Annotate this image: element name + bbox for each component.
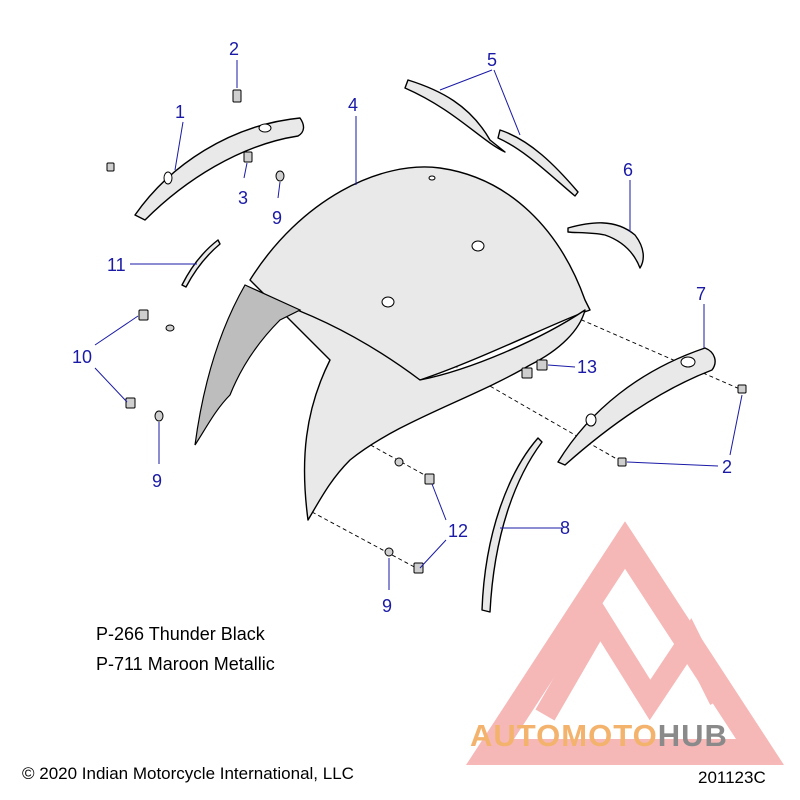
callout-1: 1 <box>175 102 185 122</box>
right-strip-part-7 <box>557 347 716 466</box>
diagram-id: 201123C <box>698 768 766 787</box>
strip-part-11 <box>181 239 221 288</box>
callout-6: 6 <box>623 160 633 180</box>
watermark-text-secondary: HUB <box>657 718 728 753</box>
callout-4: 4 <box>348 95 358 115</box>
watermark-text: AUTOMOTOHUB <box>470 718 728 754</box>
callout-9-left: 9 <box>152 471 162 491</box>
rear-fender-part-4 <box>194 166 591 521</box>
paint-code-2: P-711 Maroon Metallic <box>96 654 275 674</box>
callout-12: 12 <box>448 521 468 541</box>
callout-7: 7 <box>696 284 706 304</box>
copyright-text: © 2020 Indian Motorcycle International, … <box>22 764 354 783</box>
hardware <box>106 89 747 574</box>
paint-code-1: P-266 Thunder Black <box>96 624 265 644</box>
callout-2-top: 2 <box>229 39 239 59</box>
callout-9-top: 9 <box>272 208 282 228</box>
callout-3: 3 <box>238 188 248 208</box>
left-strip-part-1 <box>134 117 305 221</box>
watermark-text-primary: AUTOMOTO <box>470 718 658 753</box>
leader-lines <box>94 60 743 590</box>
callout-10: 10 <box>72 347 92 367</box>
bracket-part-6 <box>567 222 644 269</box>
edge-trim-part-8 <box>481 437 543 613</box>
callout-2-right: 2 <box>722 457 732 477</box>
watermark-logo <box>466 521 784 765</box>
callout-9-bottom: 9 <box>382 596 392 616</box>
callouts: 2 1 3 9 4 5 6 11 10 9 7 13 2 8 12 9 <box>72 39 732 616</box>
callout-13: 13 <box>577 357 597 377</box>
trim-part-5 <box>404 79 579 197</box>
callout-8: 8 <box>560 518 570 538</box>
callout-5: 5 <box>487 50 497 70</box>
callout-11: 11 <box>107 255 126 275</box>
